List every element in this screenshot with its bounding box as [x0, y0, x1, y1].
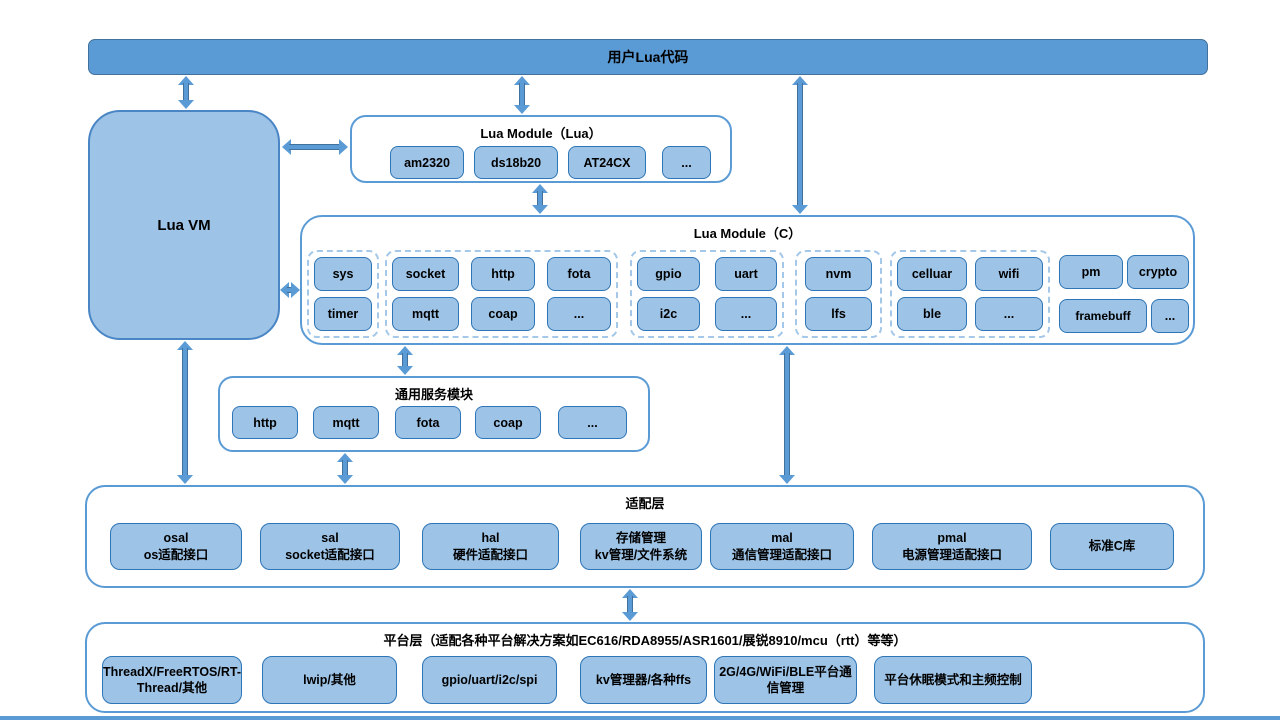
lua-module-c-title: Lua Module（C）: [693, 226, 802, 241]
arrow-usercode-luamodule-c: [792, 76, 808, 214]
adapter-box-storage: 存储管理 kv管理/文件系统: [580, 523, 702, 570]
user-lua-code-label: 用户Lua代码: [607, 49, 689, 65]
group-storage: nvm lfs: [795, 250, 882, 338]
module-chip-wifi: wifi: [975, 257, 1043, 291]
platform-layer-title: 平台层（适配各种平台解决方案如EC616/RDA8955/ASR1601/展锐8…: [383, 633, 907, 648]
adapter-box-line1: osal: [163, 531, 189, 546]
platform-box-gpio-uart: gpio/uart/i2c/spi: [422, 656, 557, 704]
group-wireless: celluar wifi ble ...: [890, 250, 1050, 338]
platform-box-comm: 2G/4G/WiFi/BLE平台通信管理: [714, 656, 857, 704]
module-chip-am2320: am2320: [390, 146, 464, 179]
module-chip-fota: fota: [547, 257, 611, 291]
adapter-box-line2: kv管理/文件系统: [594, 547, 688, 562]
module-chip-uart: uart: [715, 257, 777, 291]
adapter-box-pmal: pmal 电源管理适配接口: [872, 523, 1032, 570]
module-chip-gpio: gpio: [637, 257, 700, 291]
module-chip-at24cx: AT24CX: [568, 146, 646, 179]
adapter-box-line1: pmal: [937, 531, 967, 546]
module-chip-more: ...: [975, 297, 1043, 331]
service-chip-mqtt: mqtt: [313, 406, 379, 439]
lua-vm-box: Lua VM: [88, 110, 280, 340]
module-chip-ds18b20: ds18b20: [474, 146, 558, 179]
adapter-box-osal: osal os适配接口: [110, 523, 242, 570]
user-lua-code-bar: 用户Lua代码: [88, 39, 1208, 75]
adapter-box-line1: mal: [771, 531, 793, 546]
module-chip-socket: socket: [392, 257, 459, 291]
service-chip-http: http: [232, 406, 298, 439]
module-chip-lfs: lfs: [805, 297, 872, 331]
platform-box-rtos: ThreadX/FreeRTOS/RT-Thread/其他: [102, 656, 242, 704]
adapter-box-mal: mal 通信管理适配接口: [710, 523, 854, 570]
arrow-services-adapter: [337, 453, 353, 484]
module-chip-sys: sys: [314, 257, 372, 291]
module-chip-timer: timer: [314, 297, 372, 331]
common-services-title: 通用服务模块: [394, 387, 473, 402]
module-chip-more: ...: [547, 297, 611, 331]
group-peripheral: gpio uart i2c ...: [630, 250, 784, 338]
adapter-box-std-c-lib: 标准C库: [1050, 523, 1174, 570]
service-chip-more: ...: [558, 406, 627, 439]
group-network: socket http fota mqtt coap ...: [385, 250, 618, 338]
module-chip-framebuff: framebuff: [1059, 299, 1147, 333]
group-core: sys timer: [307, 250, 379, 338]
lua-module-lua-container: Lua Module（Lua） am2320 ds18b20 AT24CX ..…: [350, 115, 732, 183]
arrow-adapter-platform: [622, 589, 638, 621]
adapter-box-line2: 电源管理适配接口: [901, 547, 1002, 562]
lua-vm-label: Lua VM: [157, 216, 211, 234]
adapter-box-line2: 通信管理适配接口: [731, 547, 832, 562]
service-chip-fota: fota: [395, 406, 461, 439]
module-chip-mqtt: mqtt: [392, 297, 459, 331]
platform-layer-container: 平台层（适配各种平台解决方案如EC616/RDA8955/ASR1601/展锐8…: [85, 622, 1205, 713]
platform-box-kv-ffs: kv管理器/各种ffs: [580, 656, 707, 704]
adapter-box-line1: sal: [321, 531, 339, 546]
adapter-box-sal: sal socket适配接口: [260, 523, 400, 570]
arrow-luavm-luamodule-lua: [282, 139, 348, 155]
adapter-box-line2: os适配接口: [143, 547, 209, 562]
module-chip-crypto: crypto: [1127, 255, 1189, 289]
arrow-usercode-luamodule-lua: [514, 76, 530, 114]
module-chip-i2c: i2c: [637, 297, 700, 331]
adapter-box-line1: 存储管理: [615, 531, 666, 546]
module-chip-pm: pm: [1059, 255, 1123, 289]
adapter-box-line1: hal: [481, 531, 500, 546]
arrow-luavm-luamodule-c: [280, 282, 300, 298]
module-chip-http: http: [471, 257, 535, 291]
arrow-luamodule-lua-luamodule-c: [532, 184, 548, 214]
adapter-layer-title: 适配层: [625, 496, 665, 511]
arrow-usercode-luavm: [178, 76, 194, 109]
lua-module-lua-title: Lua Module（Lua）: [480, 126, 602, 141]
service-chip-coap: coap: [475, 406, 541, 439]
bottom-border-strip: [0, 716, 1280, 720]
module-chip-more: ...: [662, 146, 711, 179]
module-chip-nvm: nvm: [805, 257, 872, 291]
module-chip-more: ...: [715, 297, 777, 331]
module-chip-ble: ble: [897, 297, 967, 331]
module-chip-celluar: celluar: [897, 257, 967, 291]
platform-box-sleep: 平台休眠模式和主频控制: [874, 656, 1032, 704]
adapter-box-line2: socket适配接口: [285, 547, 375, 562]
arrow-luamodule-c-services: [397, 346, 413, 375]
group-misc: pm crypto framebuff ...: [1054, 250, 1194, 338]
lua-module-c-container: Lua Module（C） sys timer socket http fota…: [300, 215, 1195, 345]
arrow-luavm-adapter: [177, 341, 193, 484]
common-services-container: 通用服务模块 http mqtt fota coap ...: [218, 376, 650, 452]
adapter-layer-container: 适配层 osal os适配接口 sal socket适配接口 hal 硬件适配接…: [85, 485, 1205, 588]
adapter-box-hal: hal 硬件适配接口: [422, 523, 559, 570]
platform-box-lwip: lwip/其他: [262, 656, 397, 704]
adapter-box-line2: 硬件适配接口: [452, 547, 528, 562]
adapter-box-line1: 标准C库: [1088, 539, 1136, 554]
module-chip-more: ...: [1151, 299, 1189, 333]
module-chip-coap: coap: [471, 297, 535, 331]
arrow-luamodule-c-adapter: [779, 346, 795, 484]
